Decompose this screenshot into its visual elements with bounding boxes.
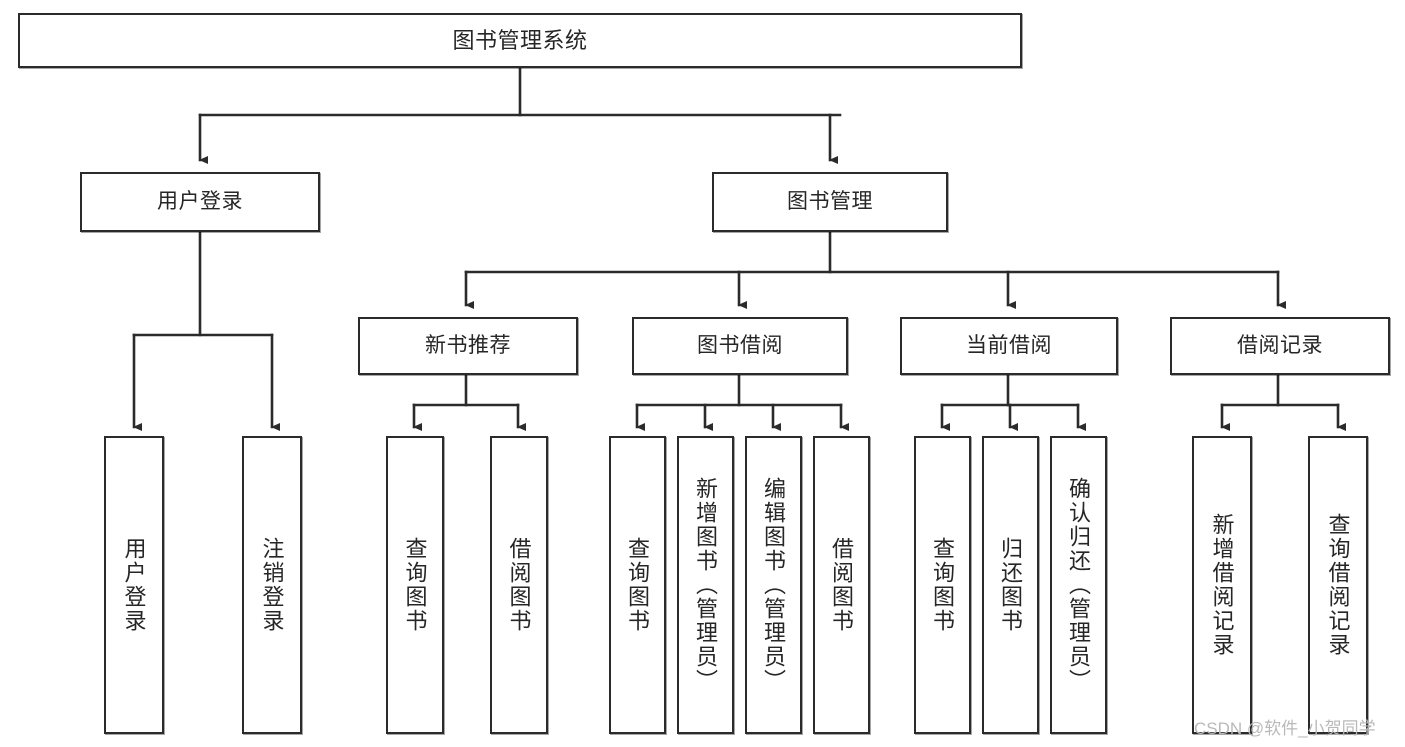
node-borrow-records[interactable]: 借阅记录 xyxy=(1170,317,1390,375)
leaf-current-confirm-return[interactable]: 确认归还（管理员） xyxy=(1050,436,1107,734)
leaf-records-query-label: 查询借阅记录 xyxy=(1325,513,1351,657)
node-borrow-records-label: 借阅记录 xyxy=(1237,333,1323,357)
leaf-borrow-query-label: 查询图书 xyxy=(625,537,651,633)
leaf-current-confirm-return-label: 确认归还（管理员） xyxy=(1066,477,1092,693)
leaf-user-login-signout-label: 注销登录 xyxy=(259,537,285,633)
node-book-borrow[interactable]: 图书借阅 xyxy=(632,317,848,375)
leaf-borrow-borrow-book[interactable]: 借阅图书 xyxy=(813,436,870,734)
leaf-user-login-signout[interactable]: 注销登录 xyxy=(242,436,302,734)
leaf-user-login-signin[interactable]: 用户登录 xyxy=(104,436,164,734)
node-current-borrow-label: 当前借阅 xyxy=(966,333,1052,357)
leaf-new-book-query-label: 查询图书 xyxy=(402,537,428,633)
leaf-new-book-borrow[interactable]: 借阅图书 xyxy=(490,436,548,734)
node-book-borrow-label: 图书借阅 xyxy=(697,333,783,357)
node-new-book-recommend-label: 新书推荐 xyxy=(425,333,511,357)
leaf-current-query-label: 查询图书 xyxy=(930,537,956,633)
node-user-login[interactable]: 用户登录 xyxy=(80,172,320,232)
node-user-login-label: 用户登录 xyxy=(157,189,243,213)
node-current-borrow[interactable]: 当前借阅 xyxy=(900,317,1118,375)
leaf-current-return[interactable]: 归还图书 xyxy=(982,436,1039,734)
leaf-records-query[interactable]: 查询借阅记录 xyxy=(1308,436,1368,734)
leaf-borrow-add-book-label: 新增图书（管理员） xyxy=(693,477,719,693)
leaf-new-book-borrow-label: 借阅图书 xyxy=(506,537,532,633)
node-root-system-label: 图书管理系统 xyxy=(452,27,588,53)
leaf-records-add[interactable]: 新增借阅记录 xyxy=(1192,436,1252,734)
leaf-current-query[interactable]: 查询图书 xyxy=(914,436,971,734)
leaf-borrow-add-book[interactable]: 新增图书（管理员） xyxy=(677,436,734,734)
leaf-borrow-borrow-book-label: 借阅图书 xyxy=(829,537,855,633)
leaf-borrow-edit-book[interactable]: 编辑图书（管理员） xyxy=(745,436,802,734)
node-book-management[interactable]: 图书管理 xyxy=(712,172,948,232)
node-book-management-label: 图书管理 xyxy=(787,189,873,213)
leaf-current-return-label: 归还图书 xyxy=(998,537,1024,633)
leaf-borrow-query[interactable]: 查询图书 xyxy=(609,436,666,734)
node-root-system[interactable]: 图书管理系统 xyxy=(18,13,1022,68)
leaf-borrow-edit-book-label: 编辑图书（管理员） xyxy=(761,477,787,693)
leaf-user-login-signin-label: 用户登录 xyxy=(121,537,147,633)
leaf-new-book-query[interactable]: 查询图书 xyxy=(386,436,444,734)
node-new-book-recommend[interactable]: 新书推荐 xyxy=(358,317,578,375)
csdn-watermark: CSDN @软件_小贺同学 xyxy=(1194,719,1376,738)
leaf-records-add-label: 新增借阅记录 xyxy=(1209,513,1235,657)
